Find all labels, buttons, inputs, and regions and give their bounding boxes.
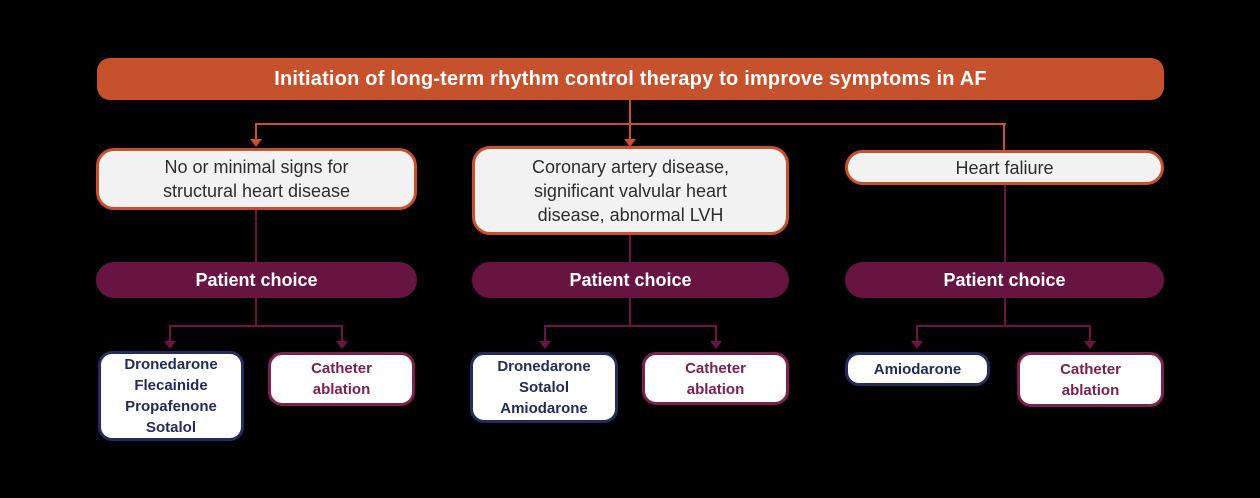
arrowhead-down-icon: [1084, 341, 1096, 349]
connector-drop-branch-3: [1003, 123, 1005, 152]
arrowhead-down-icon: [624, 139, 636, 147]
catheter-ablation-box-2: Catheter ablation: [642, 352, 789, 405]
connector-choice-horizontal-1: [169, 325, 343, 327]
arrowhead-down-icon: [539, 341, 551, 349]
connector-condition-to-choice-1: [255, 210, 257, 262]
connector-choice-stem-1: [255, 298, 257, 326]
arrowhead-down-icon: [336, 341, 348, 349]
catheter-ablation-label: Catheter ablation: [311, 360, 372, 398]
medication-box-3: Amiodarone: [845, 352, 990, 386]
arrowhead-down-icon: [164, 341, 176, 349]
patient-choice-pill-3: Patient choice: [845, 262, 1164, 298]
connector-drop-branch-2: [629, 123, 631, 140]
connector-leaf-drop: [341, 325, 343, 342]
medication-box-1: Dronedarone Flecainide Propafenone Sotal…: [98, 351, 244, 441]
medication-list: Dronedarone Flecainide Propafenone Sotal…: [124, 356, 218, 436]
connector-condition-to-choice-2: [629, 235, 631, 262]
connector-choice-stem-3: [1004, 298, 1006, 326]
patient-choice-pill-1: Patient choice: [96, 262, 417, 298]
medication-list: Amiodarone: [873, 360, 962, 378]
connector-choice-horizontal-2: [544, 325, 717, 327]
connector-banner-stem: [629, 100, 631, 125]
arrowhead-down-icon: [710, 341, 722, 349]
catheter-ablation-label: Catheter ablation: [1060, 360, 1121, 399]
arrowhead-down-icon: [911, 341, 923, 349]
title-banner: Initiation of long-term rhythm control t…: [97, 58, 1164, 100]
catheter-ablation-box-3: Catheter ablation: [1017, 352, 1164, 407]
connector-choice-stem-2: [629, 298, 631, 326]
catheter-ablation-label: Catheter ablation: [685, 359, 746, 398]
medication-box-2: Dronedarone Sotalol Amiodarone: [470, 352, 618, 423]
condition-text: Coronary artery disease, significant val…: [531, 156, 730, 225]
connector-leaf-drop: [544, 325, 546, 342]
patient-choice-pill-2: Patient choice: [472, 262, 789, 298]
patient-choice-label: Patient choice: [195, 269, 318, 290]
patient-choice-label: Patient choice: [943, 269, 1066, 290]
condition-text: No or minimal signs for structural heart…: [162, 157, 351, 201]
connector-leaf-drop: [1089, 325, 1091, 342]
arrowhead-down-icon: [250, 139, 262, 147]
connector-condition-to-choice-3: [1004, 185, 1006, 262]
connector-choice-horizontal-3: [916, 325, 1091, 327]
connector-leaf-drop: [169, 325, 171, 342]
connector-leaf-drop: [916, 325, 918, 342]
page-title: Initiation of long-term rhythm control t…: [274, 67, 987, 90]
medication-list: Dronedarone Sotalol Amiodarone: [497, 358, 591, 417]
patient-choice-label: Patient choice: [569, 269, 692, 290]
condition-box-coronary-artery-disease: Coronary artery disease, significant val…: [472, 146, 789, 235]
condition-box-no-structural-disease: No or minimal signs for structural heart…: [96, 148, 417, 210]
connector-banner-horizontal: [256, 123, 1006, 125]
condition-box-heart-failure: Heart faliure: [845, 150, 1164, 185]
condition-text: Heart faliure: [955, 157, 1054, 178]
connector-leaf-drop: [715, 325, 717, 342]
catheter-ablation-box-1: Catheter ablation: [268, 352, 415, 406]
connector-drop-branch-1: [255, 123, 257, 140]
